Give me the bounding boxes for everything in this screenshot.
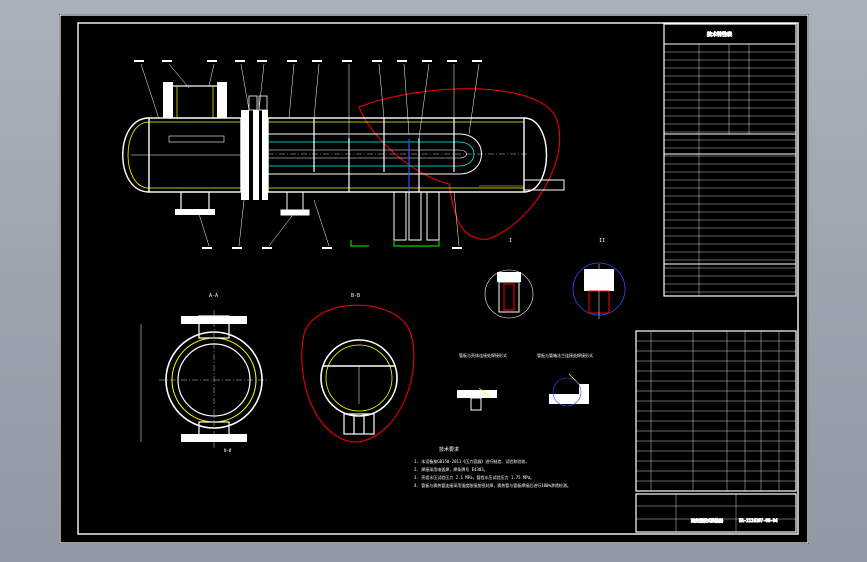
main-elevation-view (122, 60, 565, 249)
drawing-canvas[interactable]: A-A N-Ø B-B (59, 14, 809, 544)
detail-ii-label: II (599, 238, 605, 244)
technical-notes: 技术要求 1. 本设备按GB150-2011《压力容器》进行制造、试验和验收。 … (414, 446, 571, 488)
section-a-label: A-A (209, 293, 218, 299)
shell-nozzles (280, 191, 440, 241)
parts-list (635, 330, 797, 492)
balloon-labels (134, 60, 482, 249)
weld-caption-right: 管板与管箱法兰连接处焊接形式 (537, 352, 593, 358)
revision-cloud-main (358, 88, 561, 240)
right-head (523, 117, 548, 193)
notes-title: 技术要求 (439, 446, 459, 453)
weld-detail-right: 管板与管箱法兰连接处焊接形式 (537, 352, 593, 407)
revision-cloud-b (301, 304, 415, 443)
title-block: 固定管板式换热器 EA-2116207-06-04 (635, 493, 797, 533)
channel-flange (241, 110, 249, 200)
section-b-label: B-B (351, 293, 360, 299)
section-b-b-view: B-B (301, 293, 415, 443)
note-2: 2. 焊接采用电弧焊，焊条牌号 E4303。 (414, 466, 488, 472)
detail-i-view: I (484, 238, 534, 319)
weld-detail-left: 管板与壳体连接处焊接形式 (457, 352, 507, 411)
tubesheet-left (253, 110, 259, 200)
spec-table-title: 技术特性表 (707, 31, 732, 38)
baffles (313, 118, 455, 192)
spec-table: 技术特性表 (663, 23, 797, 297)
part-title: 固定管板式换热器 (691, 517, 723, 523)
a-a-dimension-label: N-Ø (224, 448, 232, 453)
drawing-sheet[interactable]: A-A N-Ø B-B (59, 14, 809, 544)
weld-caption-left: 管板与壳体连接处焊接形式 (459, 352, 507, 358)
drawing-number: EA-2116207-06-04 (739, 518, 778, 523)
detail-i-label: I (509, 238, 512, 244)
note-1: 1. 本设备按GB150-2011《压力容器》进行制造、试验和验收。 (414, 458, 529, 464)
inner-frame (77, 22, 799, 535)
note-4: 4. 管板与换热管连接采用强度胀接加密封焊，换热管与管板焊接后进行100%渗透检… (414, 482, 571, 488)
section-a-a-view: A-A N-Ø (140, 293, 269, 453)
left-head (122, 117, 150, 193)
detail-ii-view: II (572, 238, 626, 319)
note-3: 3. 壳程水压试验压力 2.1 MPa，管程水压试验压力 1.75 MPa。 (414, 474, 534, 480)
outer-frame (59, 14, 809, 544)
